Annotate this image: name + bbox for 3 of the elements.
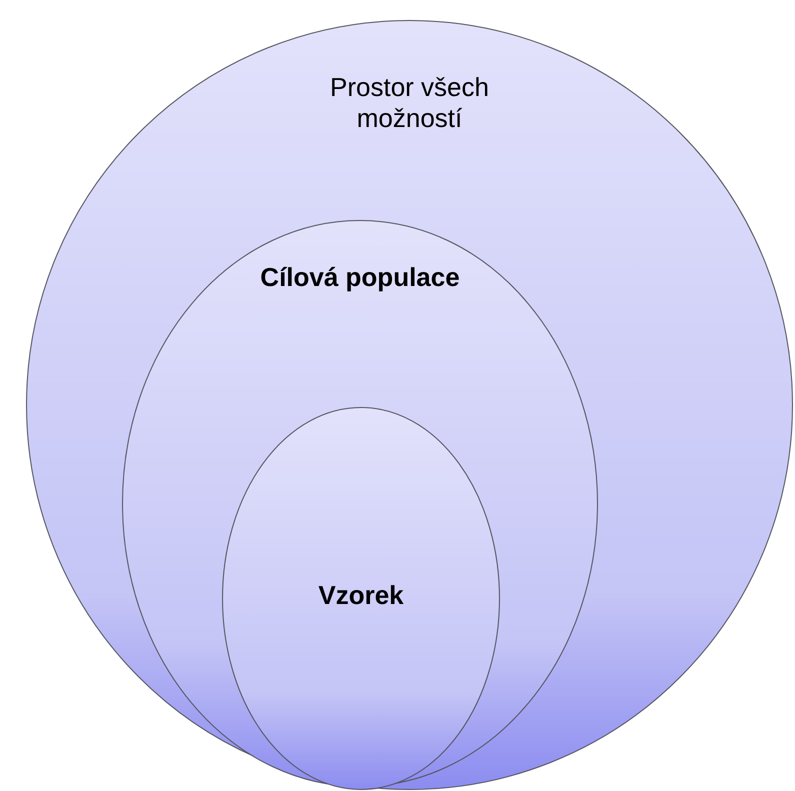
set-label: Prostor všech možností	[329, 72, 490, 134]
set-label: Vzorek	[317, 580, 405, 611]
set-label: Cílová populace	[260, 262, 460, 293]
